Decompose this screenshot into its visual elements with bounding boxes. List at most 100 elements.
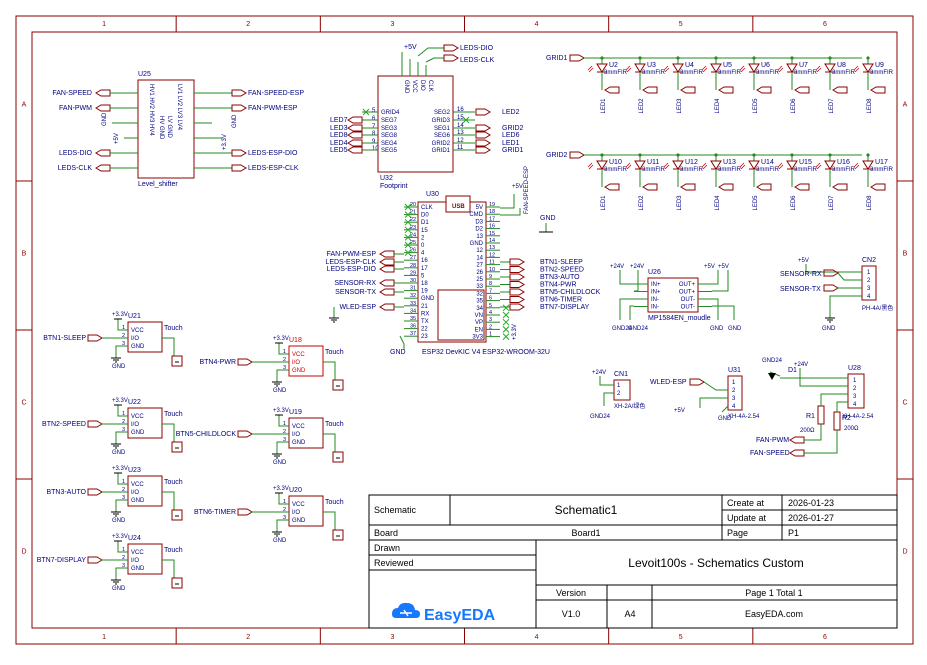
wire (162, 337, 175, 356)
touch-body[interactable] (127, 407, 163, 439)
touch-pin: GND (292, 368, 306, 374)
led-symbol[interactable] (824, 160, 836, 170)
row-label: A (22, 102, 27, 109)
u30-5v: +5V (512, 184, 523, 190)
cn1-ref: CN1 (614, 371, 628, 378)
wire (278, 493, 281, 505)
touch-pad[interactable] (332, 529, 344, 541)
u32-net: LEDS-DIO (460, 45, 494, 52)
touch-ref: U18 (289, 337, 302, 344)
power-section[interactable]: U26MP1584EN_moudleIN+IN+IN-IN-OUT+OUT+OU… (590, 257, 893, 457)
title-schematic-label: Schematic (374, 505, 417, 515)
led-symbol[interactable] (710, 160, 722, 170)
no-connect (404, 226, 412, 234)
u32-pin-num: 6 (372, 116, 376, 122)
touch-label: Touch (164, 479, 183, 486)
led-symbol[interactable] (748, 63, 760, 73)
wire (712, 270, 729, 292)
net-port (347, 116, 363, 124)
u30-pin-num: 32 (410, 293, 416, 299)
led-symbol[interactable] (634, 63, 646, 73)
led-symbol[interactable] (596, 160, 608, 170)
led-part: 3mmFIR (680, 70, 704, 76)
touch-pad[interactable] (171, 509, 183, 521)
led-net: LED2 (639, 195, 645, 211)
r2-body[interactable] (833, 411, 841, 431)
u32-left-pin: SEG8 (381, 133, 398, 139)
col-label: 4 (535, 634, 539, 641)
led-symbol[interactable] (634, 160, 646, 170)
touch-pad[interactable] (332, 379, 344, 391)
touch-body[interactable] (127, 543, 163, 575)
led-symbol[interactable] (824, 63, 836, 73)
usb-connector[interactable] (445, 195, 471, 213)
u32-body[interactable] (377, 75, 454, 173)
u30-right-pin: 33 (476, 284, 483, 290)
led-symbol[interactable] (596, 63, 608, 73)
led-symbol[interactable] (786, 63, 798, 73)
led-symbol[interactable] (862, 160, 874, 170)
title-create-value: 2026-01-23 (788, 498, 834, 508)
u30-pin-num: 30 (410, 278, 416, 284)
title-version-value: V1.0 (562, 609, 581, 619)
r1-body[interactable] (817, 405, 825, 425)
led-ray (701, 162, 707, 168)
led-ray (664, 67, 670, 73)
u32-ref: U32 (380, 175, 393, 182)
wire (837, 272, 850, 281)
led-symbol[interactable] (710, 63, 722, 73)
row-label: D (21, 549, 26, 556)
no-connect (502, 326, 510, 333)
u31-body[interactable] (727, 375, 743, 411)
led-matrix[interactable]: GRID1U23mmFIRLED1U33mmFIRLED2U43mmFIRLED… (546, 54, 894, 211)
led-part: 3mmFIR (870, 167, 894, 173)
touch-ref: U23 (128, 467, 141, 474)
title-version-label: Version (556, 588, 586, 598)
touch-pad[interactable] (171, 577, 183, 589)
u30-left-net: WLED-ESP (339, 304, 376, 311)
led-symbol[interactable] (786, 160, 798, 170)
touch-body[interactable] (288, 495, 324, 527)
touch-sensors[interactable]: U21VCC1I/O2GND3+3.3VGNDBTN1-SLEEPTouchU2… (37, 312, 344, 592)
u28-body[interactable] (847, 373, 865, 409)
led-ray (588, 67, 594, 73)
u32-left-pin: SEG3 (381, 126, 398, 132)
led-symbol[interactable] (862, 63, 874, 73)
touch-body[interactable] (127, 475, 163, 507)
led-symbol[interactable] (748, 160, 760, 170)
led-net: LED1 (601, 195, 607, 211)
cn2-body[interactable] (861, 265, 877, 301)
u30-left-pin: 16 (421, 258, 428, 264)
u30-pin-num: 8 (489, 281, 492, 287)
net-port (604, 86, 620, 94)
u26-body[interactable] (647, 277, 699, 313)
touch-body[interactable] (288, 345, 324, 377)
touch-net: BTN7-DISPLAY (37, 557, 87, 564)
col-label: 1 (102, 21, 106, 28)
led-net: LED2 (639, 98, 645, 114)
touch-pin: I/O (131, 490, 139, 496)
touch-pin: GND (131, 344, 145, 350)
u32-power: +5V (404, 44, 417, 51)
u28-ref: U28 (848, 365, 861, 372)
touch-pad[interactable] (171, 441, 183, 453)
touch-pin: VCC (292, 502, 305, 508)
u25-body[interactable] (137, 79, 195, 179)
net-port (87, 334, 103, 342)
led-symbol[interactable] (672, 63, 684, 73)
led-symbol[interactable] (672, 160, 684, 170)
touch-body[interactable] (288, 417, 324, 449)
u30-left-net: LEDS-ESP-DIO (327, 266, 377, 273)
wire (629, 305, 634, 320)
led-ray (778, 164, 784, 170)
touch-pad[interactable] (171, 355, 183, 367)
u30-right-net: BTN2-SPEED (540, 267, 584, 274)
cn1-body[interactable] (613, 379, 631, 401)
u30-right-net: BTN4-PWR (540, 282, 577, 289)
led-ref: U5 (723, 62, 732, 69)
touch-pad[interactable] (332, 451, 344, 463)
touch-body[interactable] (127, 321, 163, 353)
